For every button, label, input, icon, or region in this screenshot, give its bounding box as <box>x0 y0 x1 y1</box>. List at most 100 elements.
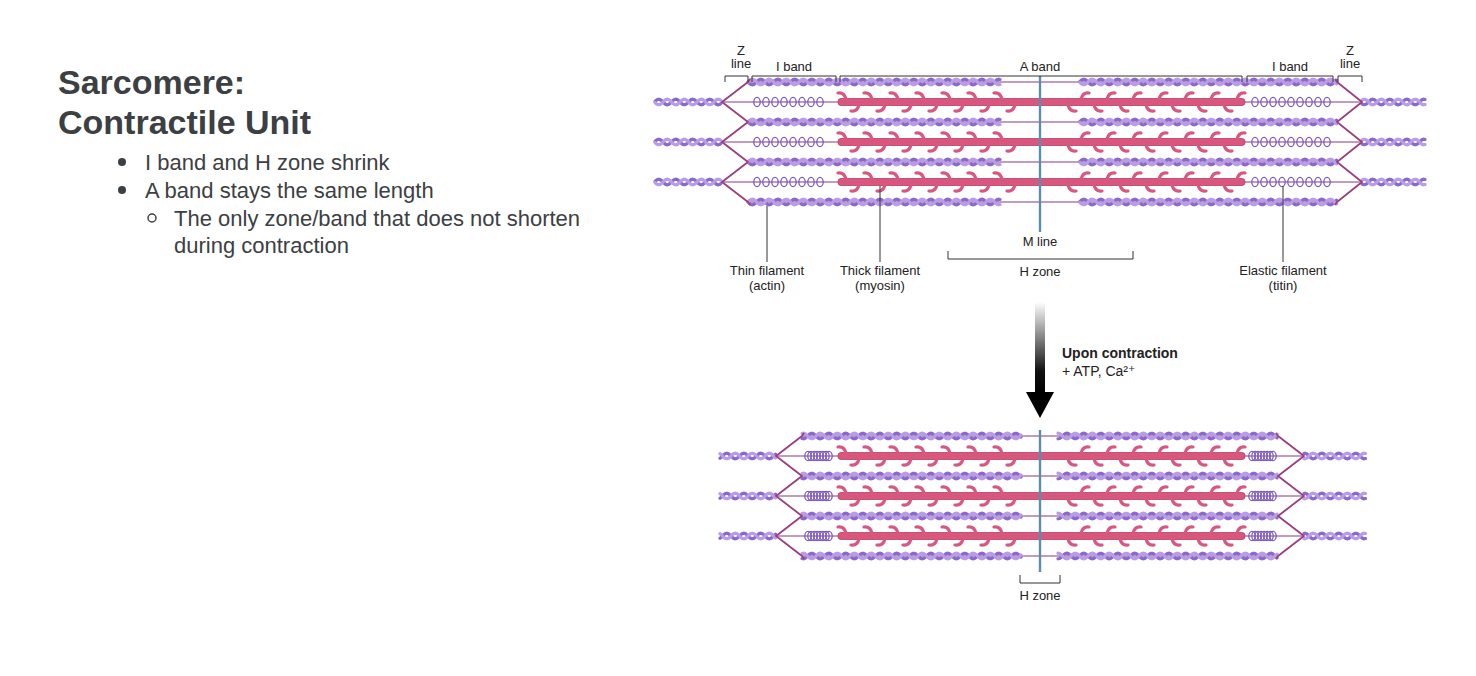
myosin-head <box>1198 539 1206 545</box>
h-zone-bracket <box>948 251 1133 259</box>
myosin-head <box>1198 499 1206 505</box>
leader-line <box>767 206 768 262</box>
myosin-head <box>1120 499 1128 505</box>
actin-strand <box>1080 79 1337 85</box>
myosin-head <box>1224 539 1232 545</box>
myosin-head <box>981 185 989 191</box>
actin-strand <box>1058 513 1277 519</box>
myosin-head <box>903 499 911 505</box>
myosin-head <box>1198 185 1206 191</box>
bullet-ring <box>148 214 156 222</box>
filament-label: Thick filament (myosin) <box>830 263 930 293</box>
myosin-head <box>851 539 859 545</box>
titin-line <box>1245 496 1304 497</box>
myosin-head <box>851 499 859 505</box>
myosin-head <box>1007 145 1015 151</box>
titin-coil <box>1315 177 1321 186</box>
titin-coil <box>1297 137 1303 146</box>
titin-line <box>1245 456 1304 457</box>
myosin-head <box>1094 539 1102 545</box>
myosin-head <box>942 173 950 179</box>
myosin-head <box>903 105 911 111</box>
myosin-head <box>929 499 937 505</box>
titin-coil <box>772 97 778 106</box>
myosin-head <box>1198 105 1206 111</box>
myosin-head <box>1094 185 1102 191</box>
myosin-head <box>1185 173 1193 179</box>
titin-coil <box>799 177 805 186</box>
myosin-head <box>1159 133 1167 139</box>
myosin-head <box>1007 105 1015 111</box>
actin-strand <box>1304 453 1366 459</box>
myosin-head <box>981 539 989 545</box>
myosin-head <box>864 487 872 493</box>
arrow-head <box>1026 392 1054 418</box>
actin-strand <box>720 453 776 459</box>
myosin-head <box>1107 173 1115 179</box>
titin-coil <box>1315 97 1321 106</box>
actin-strand <box>1058 553 1277 559</box>
myosin-head <box>1068 539 1076 545</box>
myosin-head <box>994 133 1002 139</box>
titin-coil <box>790 97 796 106</box>
titin-line <box>1245 536 1304 537</box>
actin-strand <box>1080 79 1337 85</box>
myosin-head <box>1237 447 1245 453</box>
z-line <box>722 79 750 205</box>
titin-coil <box>1252 97 1258 106</box>
myosin-head <box>942 527 950 533</box>
bracket-group <box>725 76 1362 583</box>
myosin-head <box>955 539 963 545</box>
myosin-head <box>1198 459 1206 465</box>
actin-strand <box>655 139 721 145</box>
myosin-head <box>1081 527 1089 533</box>
myosin-head <box>994 93 1002 99</box>
myosin-head <box>1007 499 1015 505</box>
myosin-head <box>994 447 1002 453</box>
h-zone-label: H zone <box>1000 264 1080 279</box>
myosin-head <box>851 185 859 191</box>
titin-coil <box>754 97 760 106</box>
titin-line <box>722 142 838 143</box>
myosin-head <box>1068 459 1076 465</box>
myosin-head <box>1094 499 1102 505</box>
actin-strand <box>1362 99 1425 105</box>
actin-strand <box>1058 473 1277 479</box>
myosin-head <box>1185 487 1193 493</box>
myosin-head <box>838 93 846 99</box>
myosin-head <box>1211 487 1219 493</box>
actin-strand <box>1362 179 1425 185</box>
actin-strand <box>1058 513 1277 519</box>
band-label: Z line <box>1335 44 1365 70</box>
myosin-head <box>877 539 885 545</box>
arrow-shaft <box>1035 302 1045 394</box>
myosin-head <box>1146 105 1154 111</box>
myosin-head <box>955 459 963 465</box>
myosin-head <box>1068 145 1076 151</box>
titin-coil <box>1279 137 1285 146</box>
actin-strand <box>720 533 776 539</box>
titin-line <box>722 182 838 183</box>
myosin-head <box>916 93 924 99</box>
actin-strand <box>802 473 1021 479</box>
actin-strand <box>802 553 1021 559</box>
myosin-head <box>1224 459 1232 465</box>
actin-strand <box>802 473 1021 479</box>
m-line-label: M line <box>1010 234 1070 249</box>
myosin-head <box>968 487 976 493</box>
myosin-head <box>1172 459 1180 465</box>
myosin-head <box>968 447 976 453</box>
myosin-head <box>903 459 911 465</box>
actin-strand <box>655 99 721 105</box>
myosin-head <box>1107 447 1115 453</box>
actin-strand <box>802 513 1021 519</box>
actin-strand <box>1080 119 1337 125</box>
titin-coil <box>772 137 778 146</box>
myosin-head <box>1211 173 1219 179</box>
actin-strand <box>1058 433 1277 439</box>
myosin-head <box>1107 527 1115 533</box>
myosin-head <box>1172 185 1180 191</box>
myosin-head <box>838 447 846 453</box>
myosin-head <box>929 185 937 191</box>
